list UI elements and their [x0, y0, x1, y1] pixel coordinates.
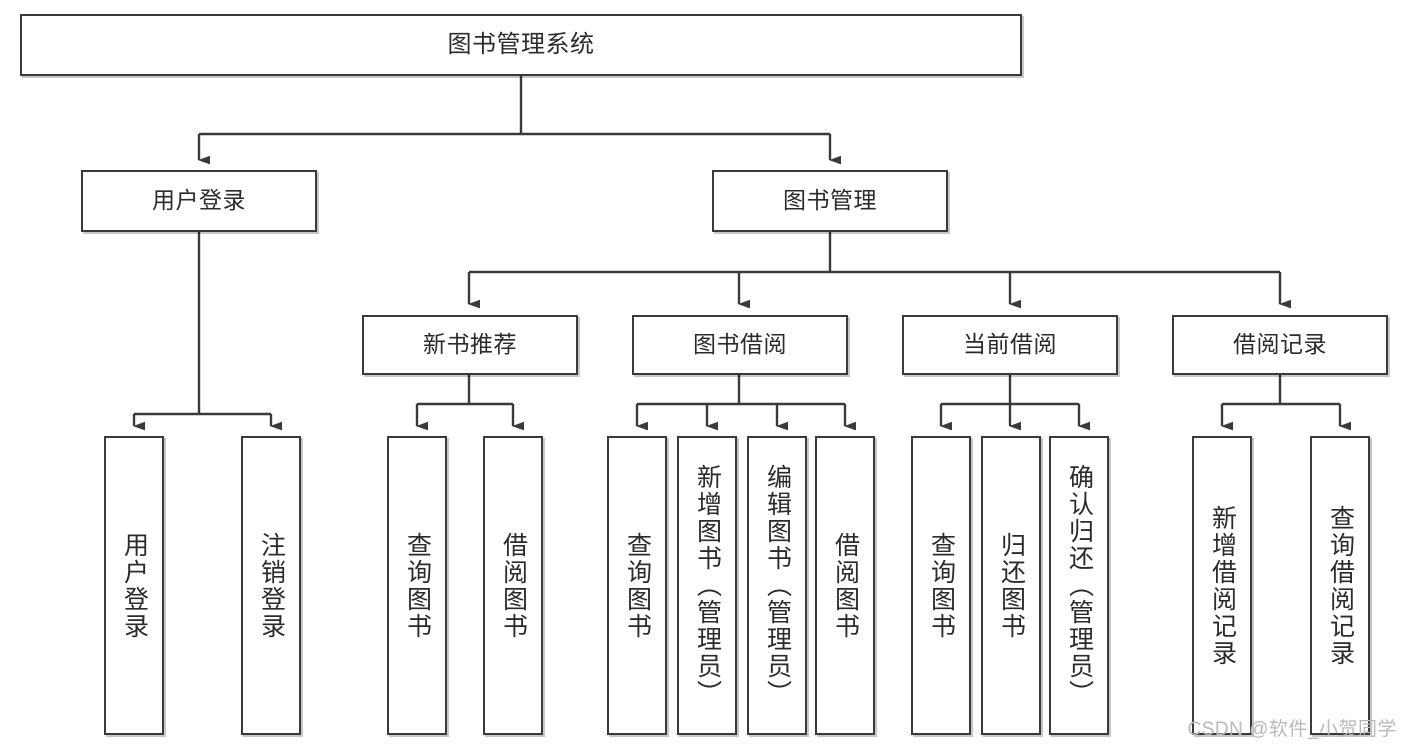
node-leaf-query-book-borrow[interactable]: 查询图书 [607, 436, 667, 735]
node-label: 确认归还（管理员） [1065, 464, 1094, 707]
node-label: 查询图书 [623, 531, 652, 640]
node-label: 新书推荐 [423, 331, 517, 358]
node-label: 图书管理 [783, 187, 877, 214]
watermark-text: CSDN @软件_小贺同学 [1187, 719, 1397, 740]
node-leaf-add-book-admin[interactable]: 新增图书（管理员） [677, 436, 737, 735]
node-label: 注销登录 [257, 531, 286, 640]
node-leaf-add-borrow-record[interactable]: 新增借阅记录 [1192, 436, 1252, 735]
node-book-borrow[interactable]: 图书借阅 [632, 315, 848, 375]
node-leaf-user-logout[interactable]: 注销登录 [241, 436, 301, 735]
node-leaf-borrow-book[interactable]: 借阅图书 [815, 436, 875, 735]
node-leaf-return-book[interactable]: 归还图书 [981, 436, 1041, 735]
node-borrow-record[interactable]: 借阅记录 [1172, 315, 1388, 375]
node-label: 当前借阅 [963, 331, 1057, 358]
node-label: 用户登录 [152, 187, 246, 214]
node-label: 图书管理系统 [447, 30, 595, 58]
node-label: 查询借阅记录 [1326, 504, 1355, 667]
node-leaf-borrow-book-recommend[interactable]: 借阅图书 [483, 436, 543, 735]
node-label: 编辑图书（管理员） [763, 464, 792, 707]
node-leaf-query-book-current[interactable]: 查询图书 [911, 436, 971, 735]
node-current-borrow[interactable]: 当前借阅 [902, 315, 1118, 375]
node-leaf-edit-book-admin[interactable]: 编辑图书（管理员） [747, 436, 807, 735]
node-label: 借阅图书 [831, 531, 860, 640]
node-user-login[interactable]: 用户登录 [81, 170, 317, 232]
node-label: 查询图书 [927, 531, 956, 640]
node-label: 归还图书 [997, 531, 1026, 640]
node-label: 借阅记录 [1233, 331, 1327, 358]
node-leaf-user-login[interactable]: 用户登录 [104, 436, 164, 735]
node-leaf-query-borrow-record[interactable]: 查询借阅记录 [1310, 436, 1370, 735]
node-new-book-recommend[interactable]: 新书推荐 [362, 315, 578, 375]
node-label: 借阅图书 [499, 531, 528, 640]
node-label: 图书借阅 [693, 331, 787, 358]
node-leaf-confirm-return-admin[interactable]: 确认归还（管理员） [1049, 436, 1109, 735]
node-label: 新增借阅记录 [1208, 504, 1237, 667]
node-label: 新增图书（管理员） [693, 464, 722, 707]
node-book-management[interactable]: 图书管理 [712, 170, 948, 232]
node-leaf-query-book-recommend[interactable]: 查询图书 [387, 436, 447, 735]
node-label: 查询图书 [403, 531, 432, 640]
node-root-book-management-system[interactable]: 图书管理系统 [20, 14, 1022, 76]
node-label: 用户登录 [120, 531, 149, 640]
